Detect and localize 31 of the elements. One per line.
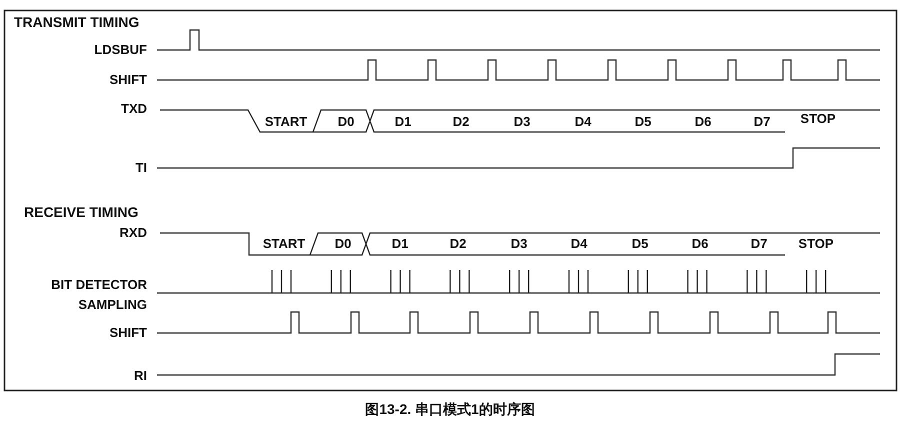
signal-name: LDSBUF [94, 42, 147, 58]
bit-label: START [262, 236, 306, 252]
signal-name: RXD [120, 225, 147, 241]
signal-name: SHIFT [109, 325, 147, 341]
bit-label: D3 [514, 114, 530, 130]
bit-label: STOP [798, 236, 834, 252]
signal-name: TI [135, 160, 147, 176]
bit-label: D4 [570, 236, 588, 252]
signal-name: BIT DETECTOR SAMPLING [50, 276, 147, 314]
bit-label: D6 [694, 114, 712, 130]
bit-label: START [264, 114, 308, 130]
bit-label: D2 [452, 114, 470, 130]
bit-label: D2 [450, 236, 466, 252]
signal-name: TXD [121, 101, 147, 117]
caption: 图13-2. 串口模式1的时序图 [365, 401, 535, 417]
section-heading: TRANSMIT TIMING [14, 14, 140, 30]
bit-label: D0 [334, 236, 352, 252]
bit-label: STOP [800, 111, 836, 127]
bit-label: D7 [754, 114, 770, 130]
bit-label: D5 [634, 114, 652, 130]
signal-name: SHIFT [109, 72, 147, 88]
bit-label: D7 [750, 236, 768, 252]
bit-label: D1 [392, 236, 408, 252]
section-heading: RECEIVE TIMING [24, 204, 138, 220]
bit-label: D6 [692, 236, 708, 252]
signal-name: RI [134, 368, 147, 384]
bit-label: D3 [510, 236, 528, 252]
bit-label: D5 [632, 236, 648, 252]
bit-label: D4 [574, 114, 592, 130]
bit-label: D1 [394, 114, 412, 130]
bit-label: D0 [338, 114, 354, 130]
